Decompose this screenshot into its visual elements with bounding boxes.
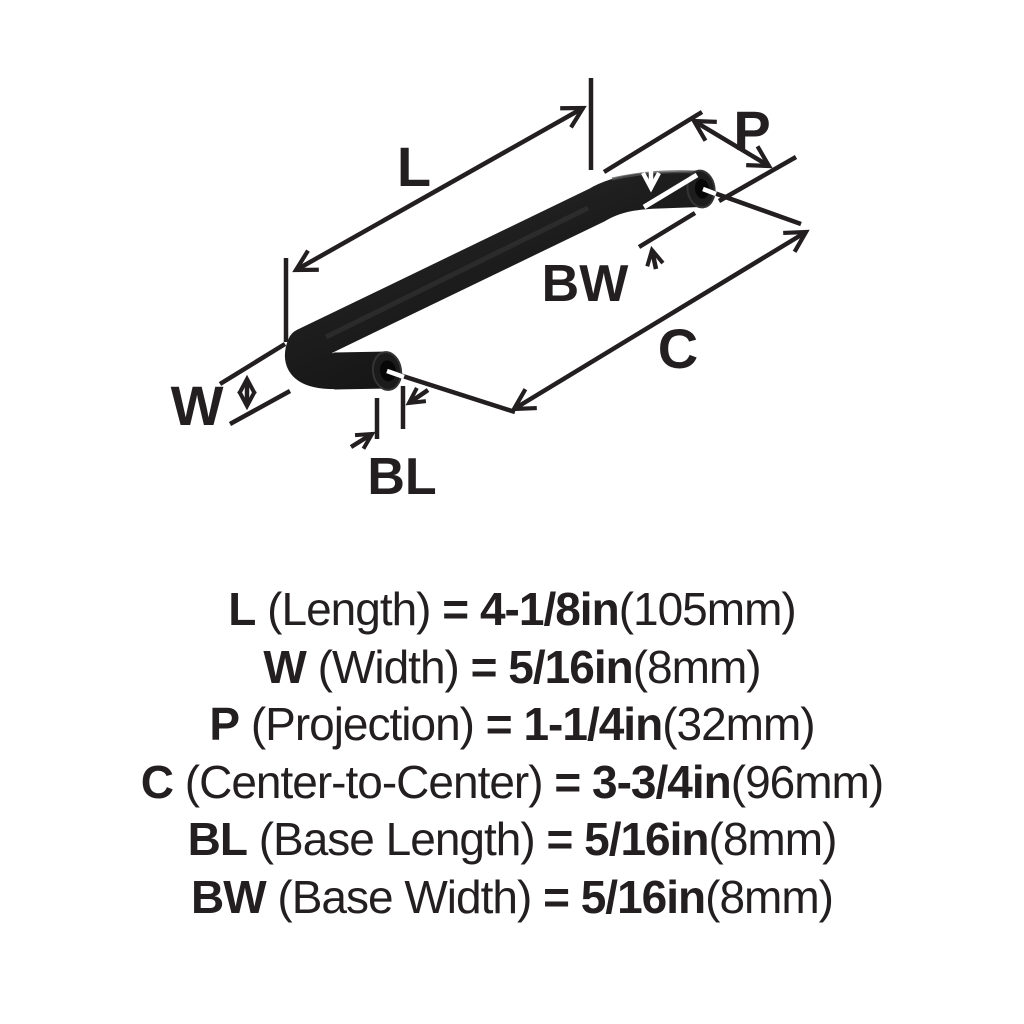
callout-BL: BL <box>367 448 436 506</box>
dim-BW <box>637 211 697 270</box>
dim-C <box>386 186 810 415</box>
handle-bar <box>284 173 666 390</box>
equals-sign: = <box>470 640 498 693</box>
spec-line-base-length: BL (Base Length) = 5/16in(8mm) <box>0 811 1024 869</box>
dimension-spec-list: L (Length) = 4-1/8in(105mm) W (Width) = … <box>0 581 1024 926</box>
spec-line-base-width: BW (Base Width) = 5/16in(8mm) <box>0 869 1024 927</box>
callout-C: C <box>658 317 698 380</box>
dim-BL <box>349 386 430 450</box>
dim-W-ext-lower <box>228 389 292 426</box>
spec-value-in: 3-3/4in <box>592 755 732 808</box>
equals-sign: = <box>485 698 513 750</box>
equals-sign: = <box>543 870 570 923</box>
dim-L <box>283 78 594 342</box>
equals-sign: = <box>442 583 469 635</box>
spec-value-in: 5/16in <box>580 870 706 923</box>
spec-symbol: W <box>263 640 306 693</box>
spec-name: (Width) <box>317 640 460 693</box>
callout-L: L <box>397 135 431 198</box>
dim-P-ref-lower <box>717 155 798 203</box>
equals-sign: = <box>546 813 573 865</box>
spec-line-width: W (Width) = 5/16in(8mm) <box>0 639 1024 697</box>
dim-W <box>218 342 292 426</box>
dim-W-ext-upper <box>218 342 287 386</box>
dim-BL-arrow-left <box>349 431 376 450</box>
dim-BW-ext <box>637 211 697 249</box>
ref-white-diagonal <box>642 172 699 210</box>
ref-white-leader-top <box>702 186 717 197</box>
spec-symbol: BW <box>191 870 267 923</box>
spec-value-mm: (105mm) <box>618 583 797 635</box>
dim-P-line <box>690 118 773 169</box>
spec-name: (Base Length) <box>258 813 536 865</box>
ref-white-leader-bottom <box>386 368 405 380</box>
dim-C-leader-top <box>702 186 802 227</box>
spec-line-projection: P (Projection) = 1-1/4in(32mm) <box>0 696 1024 754</box>
dim-C-leader-bottom <box>386 368 516 415</box>
spec-symbol: L <box>228 583 256 635</box>
spec-symbol: BL <box>187 813 248 865</box>
white-reference-marks <box>386 160 717 380</box>
callout-BW: BW <box>542 255 630 313</box>
spec-line-center-to-center: C (Center-to-Center) = 3-3/4in(96mm) <box>0 754 1024 812</box>
handle-dimension-diagram: L P C W BL BW <box>171 78 810 506</box>
spec-value-in: 4-1/8in <box>479 583 620 635</box>
spec-name: (Length) <box>267 583 431 635</box>
dim-C-line <box>510 229 810 412</box>
spec-value-in: 5/16in <box>508 640 633 693</box>
dim-L-line <box>292 105 587 273</box>
callout-P: P <box>733 99 770 162</box>
spec-symbol: C <box>140 755 174 808</box>
spec-name: (Projection) <box>250 698 475 750</box>
spec-symbol: P <box>209 698 240 750</box>
spec-value-mm: (32mm) <box>662 698 815 750</box>
spec-value-mm: (8mm) <box>705 870 834 923</box>
handle-top-face <box>686 169 716 209</box>
spec-line-length: L (Length) = 4-1/8in(105mm) <box>0 581 1024 639</box>
dim-BL-arrow-right <box>405 387 430 406</box>
spec-value-mm: (8mm) <box>632 640 762 693</box>
equals-sign: = <box>554 755 581 808</box>
dim-P-ref-upper <box>602 110 704 174</box>
dim-BW-arrow <box>645 245 665 270</box>
spec-name: (Base Width) <box>277 870 532 923</box>
spec-value-in: 1-1/4in <box>523 698 663 750</box>
spec-name: (Center-to-Center) <box>184 755 544 808</box>
spec-value-mm: (96mm) <box>730 755 884 808</box>
callout-W: W <box>171 374 224 437</box>
spec-value-mm: (8mm) <box>708 813 838 865</box>
spec-value-in: 5/16in <box>584 813 709 865</box>
dim-P <box>602 110 798 203</box>
